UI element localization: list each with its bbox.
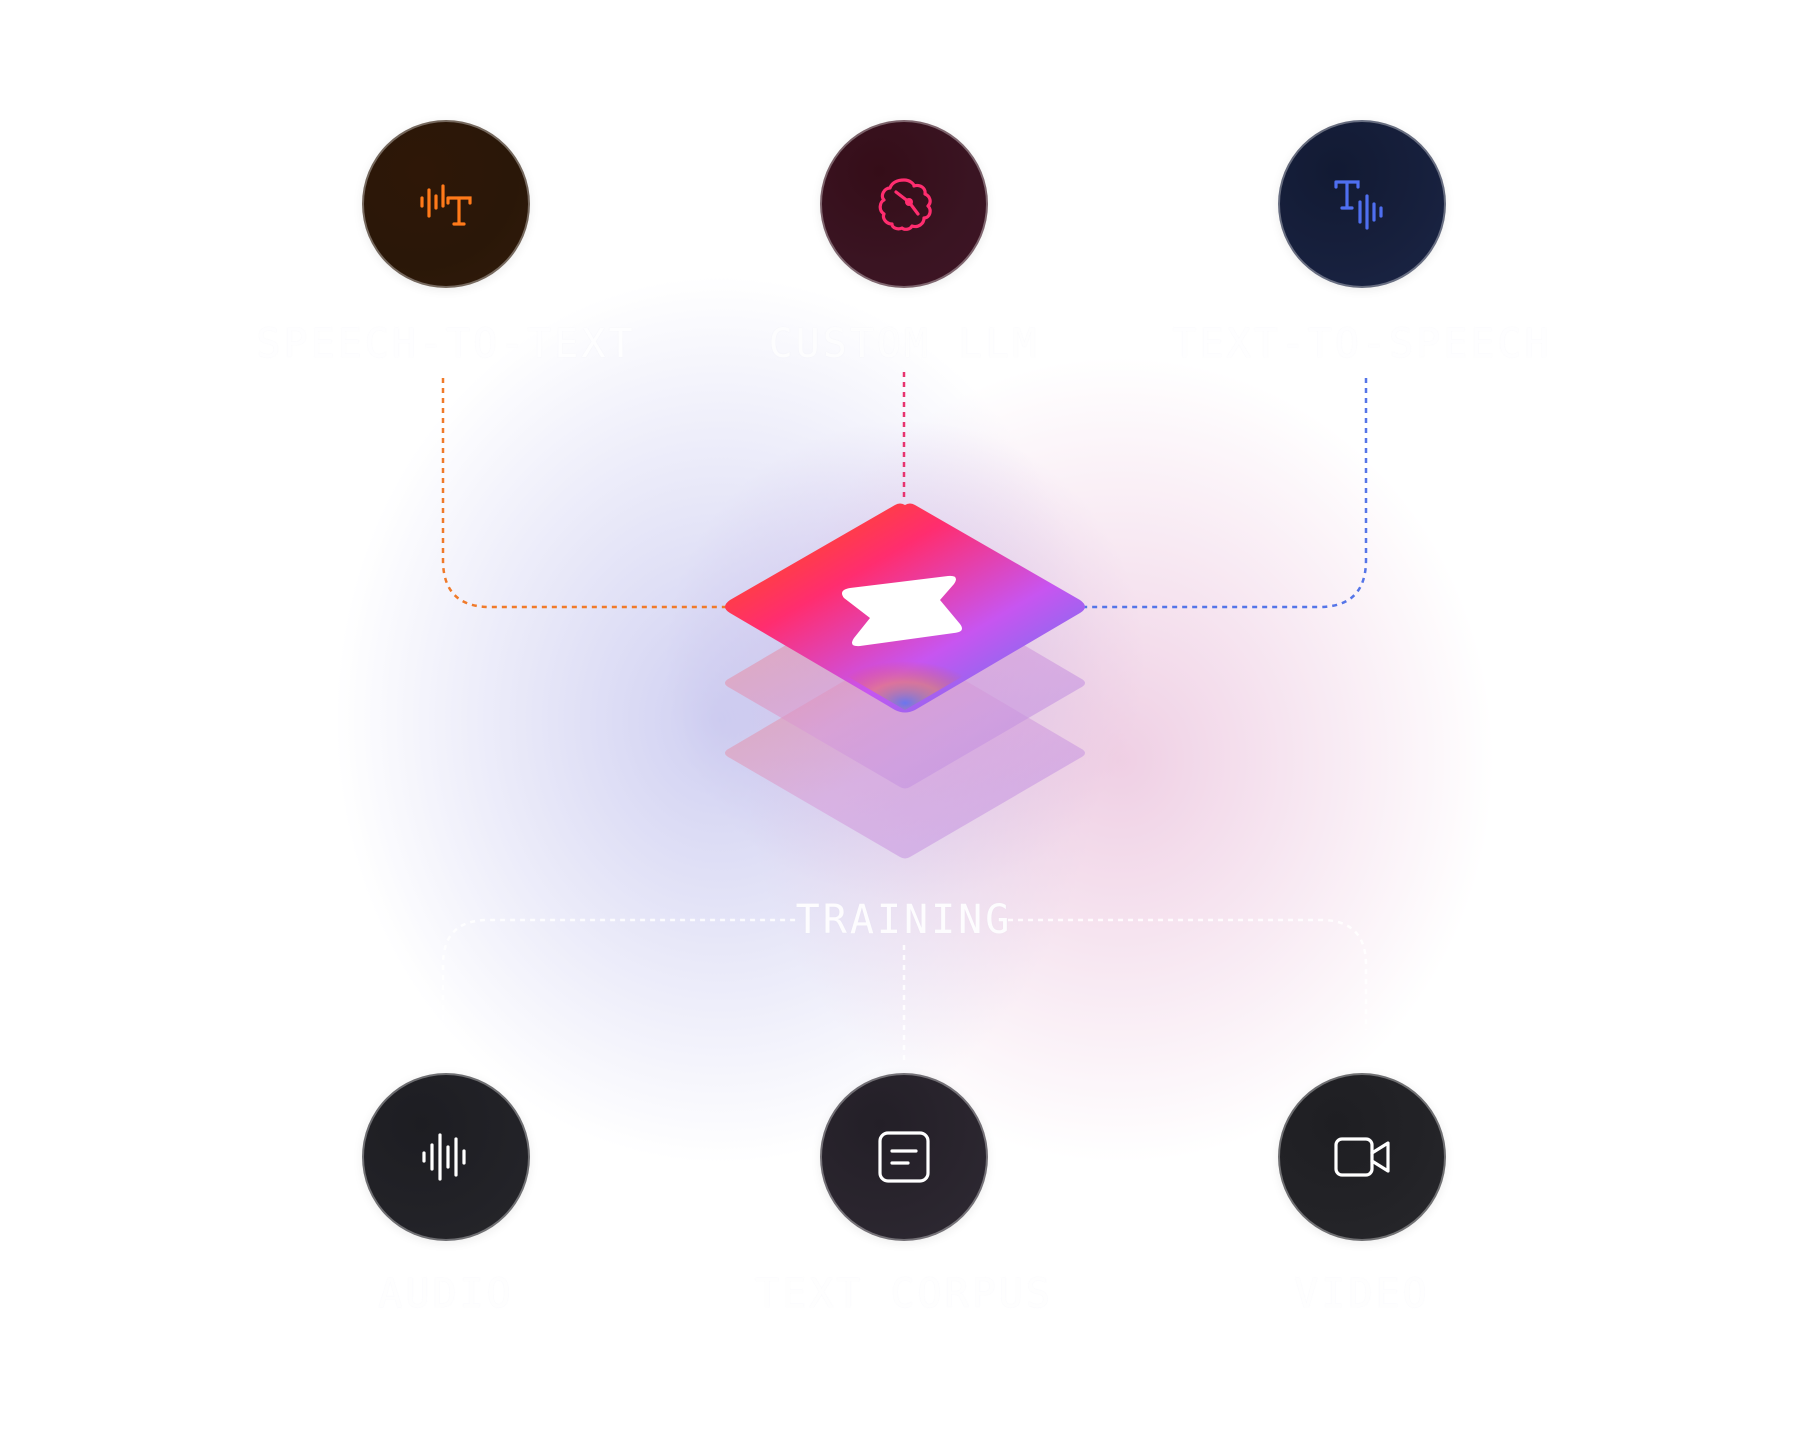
text-to-speech-label: TEXT-TO-SPEECH (1172, 321, 1552, 367)
video-label: VIDEO (1294, 1271, 1430, 1317)
text-corpus-label: TEXT CORPUS (755, 1271, 1053, 1317)
platform-logo-icon (842, 575, 962, 647)
waveform-icon (422, 1133, 466, 1181)
speech-to-text-icon (420, 184, 472, 226)
connector-speech-to-text (441, 378, 728, 609)
audio-node[interactable] (362, 1073, 530, 1241)
training-label: TRAINING (795, 897, 1013, 943)
connector-training-right (1008, 918, 1368, 1030)
training-platform-stack (720, 500, 1090, 870)
speech-to-text-label: SPEECH-TO-TEXT (256, 321, 636, 367)
connector-training-left (441, 918, 800, 1030)
brain-icon (878, 178, 932, 231)
text-corpus-node[interactable] (820, 1073, 988, 1241)
video-node[interactable] (1278, 1073, 1446, 1241)
audio-label: AUDIO (378, 1271, 514, 1317)
text-document-icon (878, 1131, 930, 1183)
custom-llm-label: CUSTOM LLM (768, 321, 1040, 367)
text-to-speech-node[interactable] (1278, 120, 1446, 288)
speech-to-text-node[interactable] (362, 120, 530, 288)
custom-llm-node[interactable] (820, 120, 988, 288)
text-to-speech-icon (1334, 180, 1383, 230)
video-camera-icon (1334, 1137, 1390, 1177)
connector-text-to-speech (1082, 378, 1368, 609)
